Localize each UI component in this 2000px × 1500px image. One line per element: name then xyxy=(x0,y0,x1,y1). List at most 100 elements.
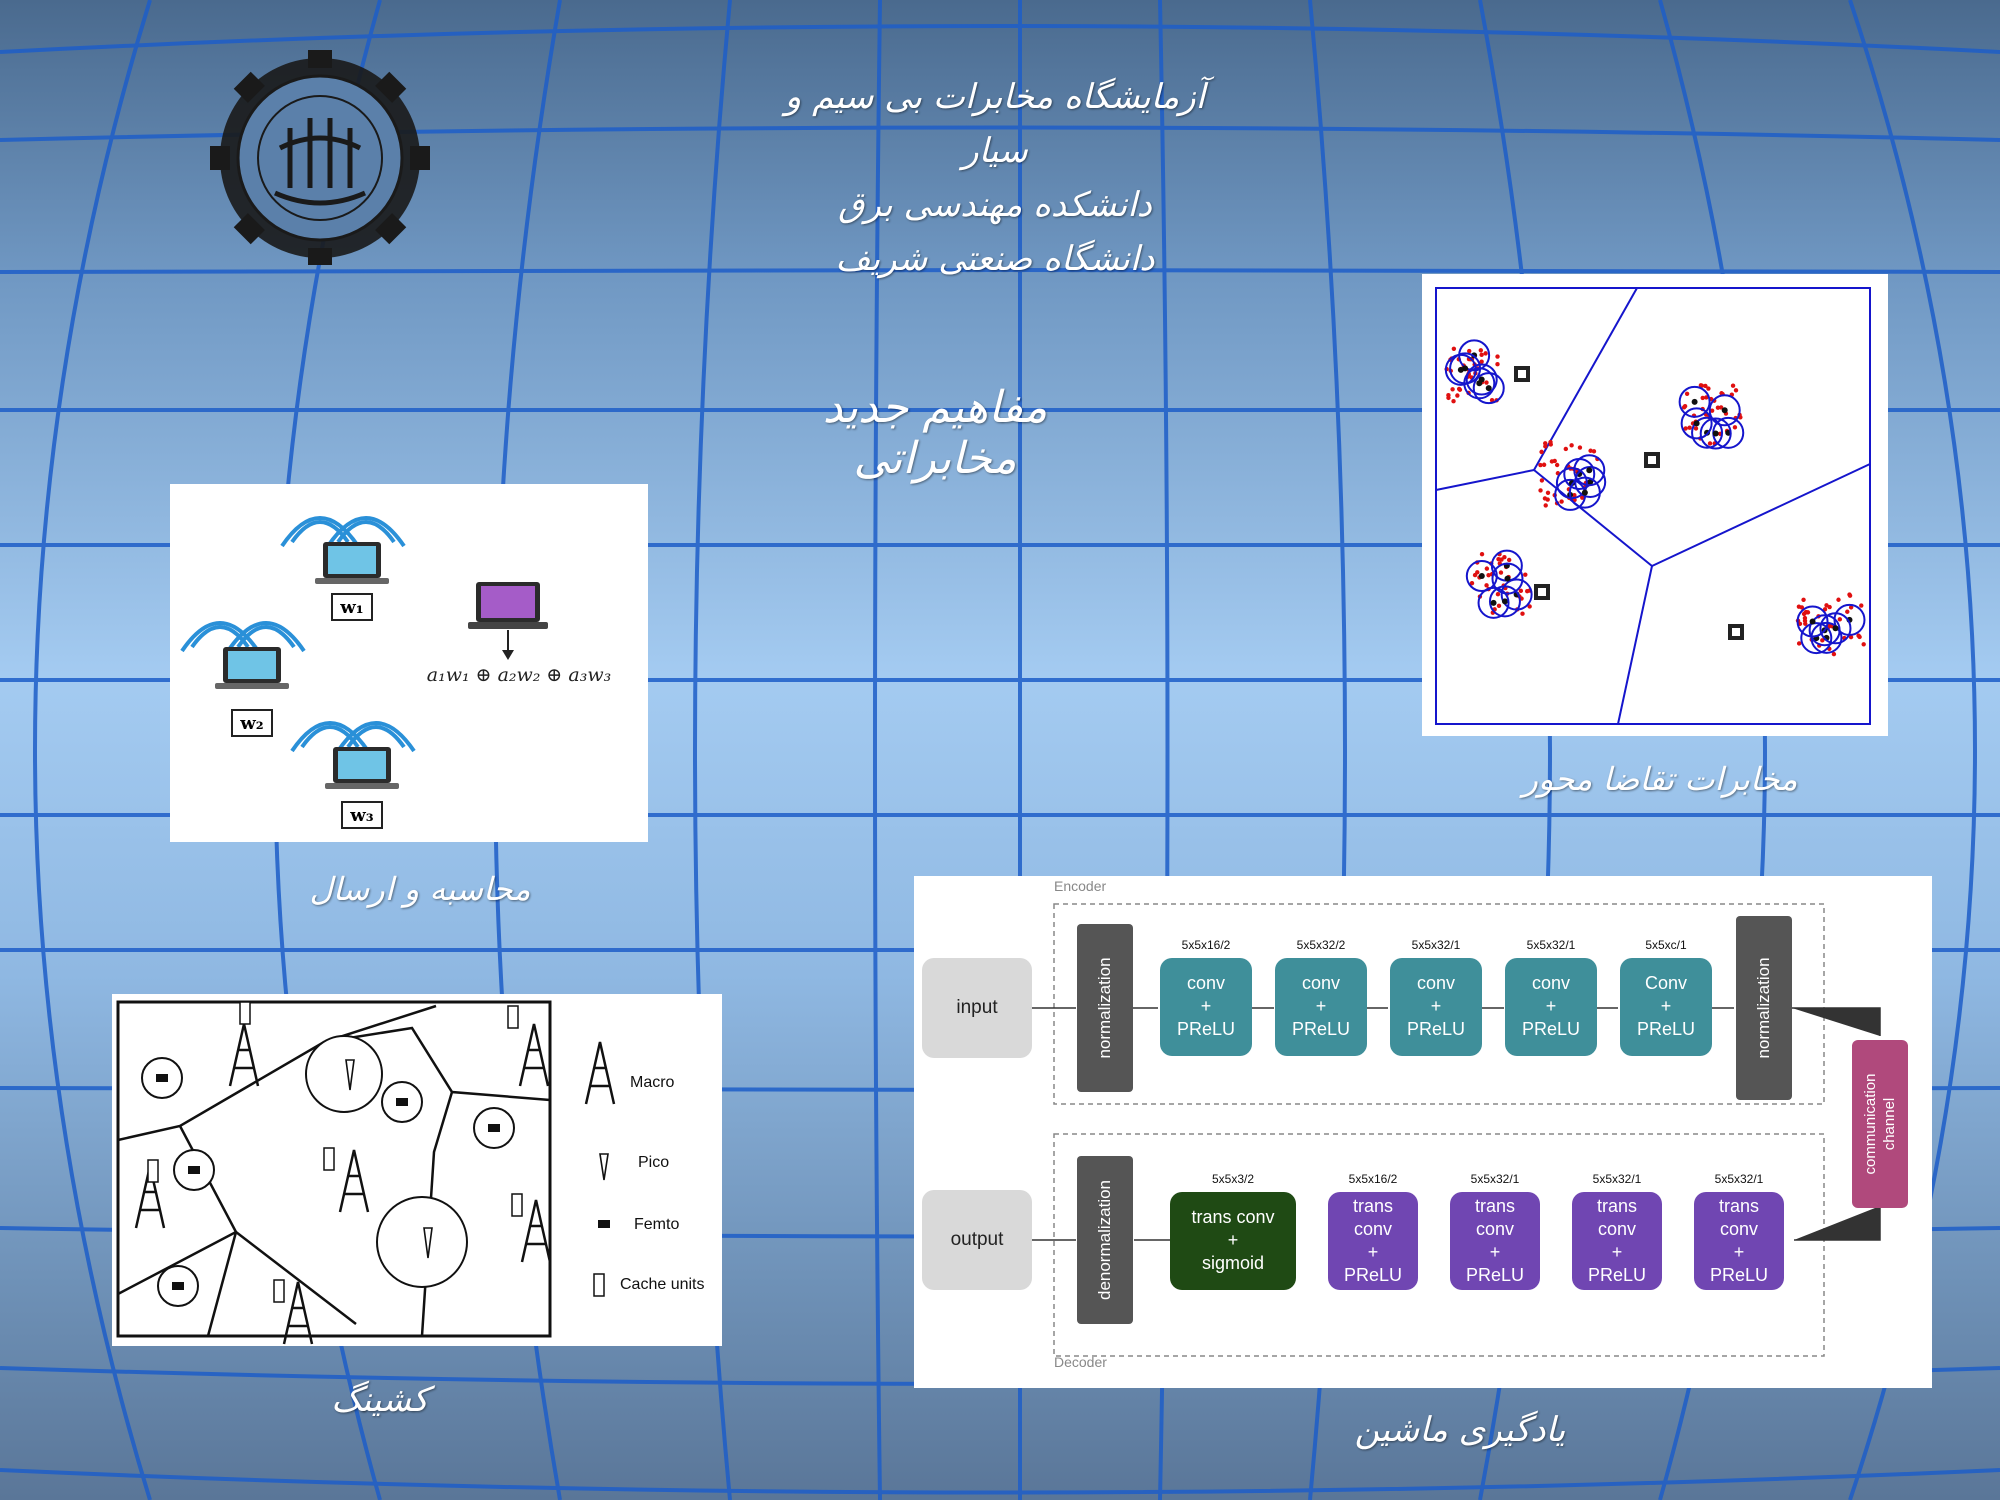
coverage-circle xyxy=(1800,622,1833,655)
demand-point xyxy=(1520,611,1525,616)
flow-arrows xyxy=(1032,1007,1881,1241)
legend-macro: Macro xyxy=(630,1074,675,1091)
block-line: + xyxy=(1611,1242,1623,1262)
demand-point xyxy=(1704,395,1709,400)
demand-point xyxy=(1523,572,1528,577)
user-point xyxy=(1721,407,1728,414)
demand-point xyxy=(1799,605,1805,610)
base-station-markers xyxy=(1514,366,1744,640)
demand-point xyxy=(1543,503,1548,508)
label-w3: w₃ xyxy=(350,805,374,826)
block-line: PReLU xyxy=(1709,1265,1769,1285)
user-point xyxy=(1501,598,1508,605)
block-line: sigmoid xyxy=(1201,1253,1265,1273)
compute-forward-figure: w₁ w₂ w₃ a₁w₁ ⊕ a₂w₂ ⊕ a₃w₃ xyxy=(170,484,648,842)
user-point xyxy=(1476,380,1483,387)
decoder-trans-conv-block: trans conv + PReLU xyxy=(1450,1192,1540,1290)
demand-point xyxy=(1588,448,1593,453)
user-point xyxy=(1587,478,1594,485)
laptop-icon xyxy=(215,647,289,689)
demand-point xyxy=(1450,387,1455,392)
demand-point xyxy=(1824,603,1829,608)
demand-point xyxy=(1479,352,1484,358)
demand-point xyxy=(1569,443,1574,448)
demand-point xyxy=(1577,445,1583,450)
decoder-block-dims: 5x5x32/1 xyxy=(1470,1172,1520,1186)
block-line: + xyxy=(1227,1230,1239,1250)
demand-point xyxy=(1469,581,1475,586)
decoder-trans-conv-block: trans conv + PReLU xyxy=(1694,1192,1784,1290)
coverage-circle xyxy=(1444,353,1477,386)
coverage-circle xyxy=(1465,363,1498,396)
coverage-circle xyxy=(1472,372,1505,405)
demand-point xyxy=(1495,354,1500,359)
caption-machine-learning: یادگیری ماشین xyxy=(1354,1410,1566,1450)
block-line: PReLU xyxy=(1636,1019,1696,1039)
demand-point xyxy=(1802,618,1808,624)
decoder-trans-conv-block: trans conv + PReLU xyxy=(1572,1192,1662,1290)
user-point xyxy=(1809,618,1816,625)
encoder-label: Encoder xyxy=(1054,878,1107,894)
label-w1: w₁ xyxy=(340,597,364,618)
user-point xyxy=(1485,385,1492,392)
decoder-block-dims: 5x5x32/1 xyxy=(1592,1172,1642,1186)
block-line: trans xyxy=(1352,1196,1394,1216)
demand-driven-scatter-figure xyxy=(1422,274,1888,736)
demand-point xyxy=(1848,634,1854,640)
demand-point xyxy=(1495,361,1500,367)
decoder-label: Decoder xyxy=(1054,1354,1107,1370)
demand-point xyxy=(1732,425,1738,430)
demand-point xyxy=(1848,605,1854,610)
demand-point xyxy=(1703,383,1708,389)
block-line: conv xyxy=(1531,973,1571,993)
block-line: conv xyxy=(1475,1219,1515,1239)
block-line: PReLU xyxy=(1465,1265,1525,1285)
demand-point xyxy=(1700,395,1705,401)
input-block: input xyxy=(922,958,1032,1058)
pico-icon xyxy=(345,1059,609,1259)
demand-point xyxy=(1484,566,1490,571)
encoder-output-normalization-label: normalization xyxy=(1754,957,1773,1059)
coverage-circle xyxy=(1819,612,1852,645)
demand-point xyxy=(1591,449,1597,454)
demand-point xyxy=(1857,634,1862,640)
coverage-circle xyxy=(1573,454,1606,487)
encoder-conv-block: Conv + PReLU xyxy=(1620,958,1712,1056)
coverage-circle xyxy=(1491,562,1524,595)
coverage-circle xyxy=(1488,585,1521,618)
demand-point xyxy=(1709,408,1715,413)
coverage-circle xyxy=(1463,367,1496,400)
block-line: PReLU xyxy=(1406,1019,1466,1039)
encoder-conv-block: conv + PReLU xyxy=(1275,958,1367,1056)
decoder-block-dims: 5x5x3/2 xyxy=(1211,1172,1255,1186)
user-point xyxy=(1581,489,1588,496)
demand-point xyxy=(1484,583,1489,588)
demand-point xyxy=(1796,641,1802,646)
block-line: + xyxy=(1315,996,1327,1016)
block-line: conv xyxy=(1301,973,1341,993)
coverage-circle xyxy=(1796,605,1829,638)
block-line: trans xyxy=(1718,1196,1760,1216)
laptop-icon xyxy=(325,747,399,789)
demand-point xyxy=(1706,386,1711,391)
demand-point xyxy=(1699,383,1705,388)
demand-point xyxy=(1502,554,1507,560)
demand-point xyxy=(1475,570,1480,575)
caption-compute-forward: محاسبه و ارسال xyxy=(309,870,531,908)
block-line: conv xyxy=(1353,1219,1393,1239)
demand-point xyxy=(1527,604,1532,609)
decoder-trans-conv-block: trans conv + PReLU xyxy=(1328,1192,1418,1290)
coverage-circle xyxy=(1699,417,1732,450)
label-w2: w₂ xyxy=(240,713,264,734)
denormalization-label: denormalization xyxy=(1095,1179,1114,1301)
coverage-circle xyxy=(1808,614,1841,647)
denormalization-block: denormalization xyxy=(1077,1156,1133,1324)
demand-point xyxy=(1495,592,1501,597)
femto-icon xyxy=(156,1074,610,1290)
block-line: + xyxy=(1430,996,1442,1016)
demand-point xyxy=(1498,570,1504,575)
coverage-circle xyxy=(1477,586,1510,619)
header-faculty: دانشکده مهندسی برق xyxy=(838,185,1152,225)
caption-demand-driven: مخابرات تقاضا محور xyxy=(1522,760,1798,798)
encoder-output-normalization-block: normalization xyxy=(1736,916,1792,1100)
